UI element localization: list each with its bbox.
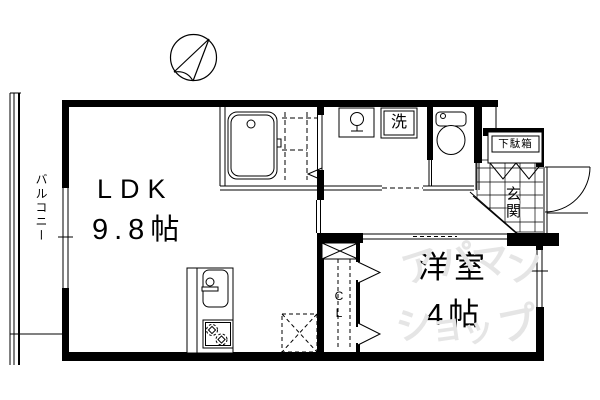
washer-box — [380, 107, 418, 139]
compass-icon — [169, 33, 218, 82]
shoe-cabinet-label: 下駄箱 — [498, 138, 533, 150]
closet — [321, 242, 382, 352]
bathroom — [219, 107, 474, 191]
fridge-space — [281, 313, 318, 353]
kitchen-faucet-icon — [205, 277, 215, 287]
kitchen-unit — [186, 267, 234, 354]
front-door — [543, 166, 591, 233]
walls — [62, 100, 559, 361]
ldk-room-label: LDK — [97, 174, 174, 204]
entrance-step-edge — [469, 191, 519, 235]
toilet-icon — [435, 111, 467, 155]
ldk-room-size: 9.8帖 — [92, 214, 186, 246]
western-room-label: 洋室 — [418, 250, 490, 285]
washroom-door — [382, 185, 423, 191]
shoe-cabinet — [487, 131, 543, 180]
windows — [58, 107, 548, 307]
western-room-size: 4帖 — [426, 297, 485, 332]
closet-label: CL — [332, 289, 346, 323]
basin-bowl-icon — [350, 112, 364, 126]
wash-basin — [338, 107, 375, 138]
bathtub-drain-icon — [246, 119, 256, 129]
balcony-railing — [9, 92, 62, 365]
entrance-label: 玄関 — [504, 186, 521, 220]
washer-label: 洗 — [390, 114, 407, 131]
balcony-label: バルコニー — [34, 173, 48, 243]
